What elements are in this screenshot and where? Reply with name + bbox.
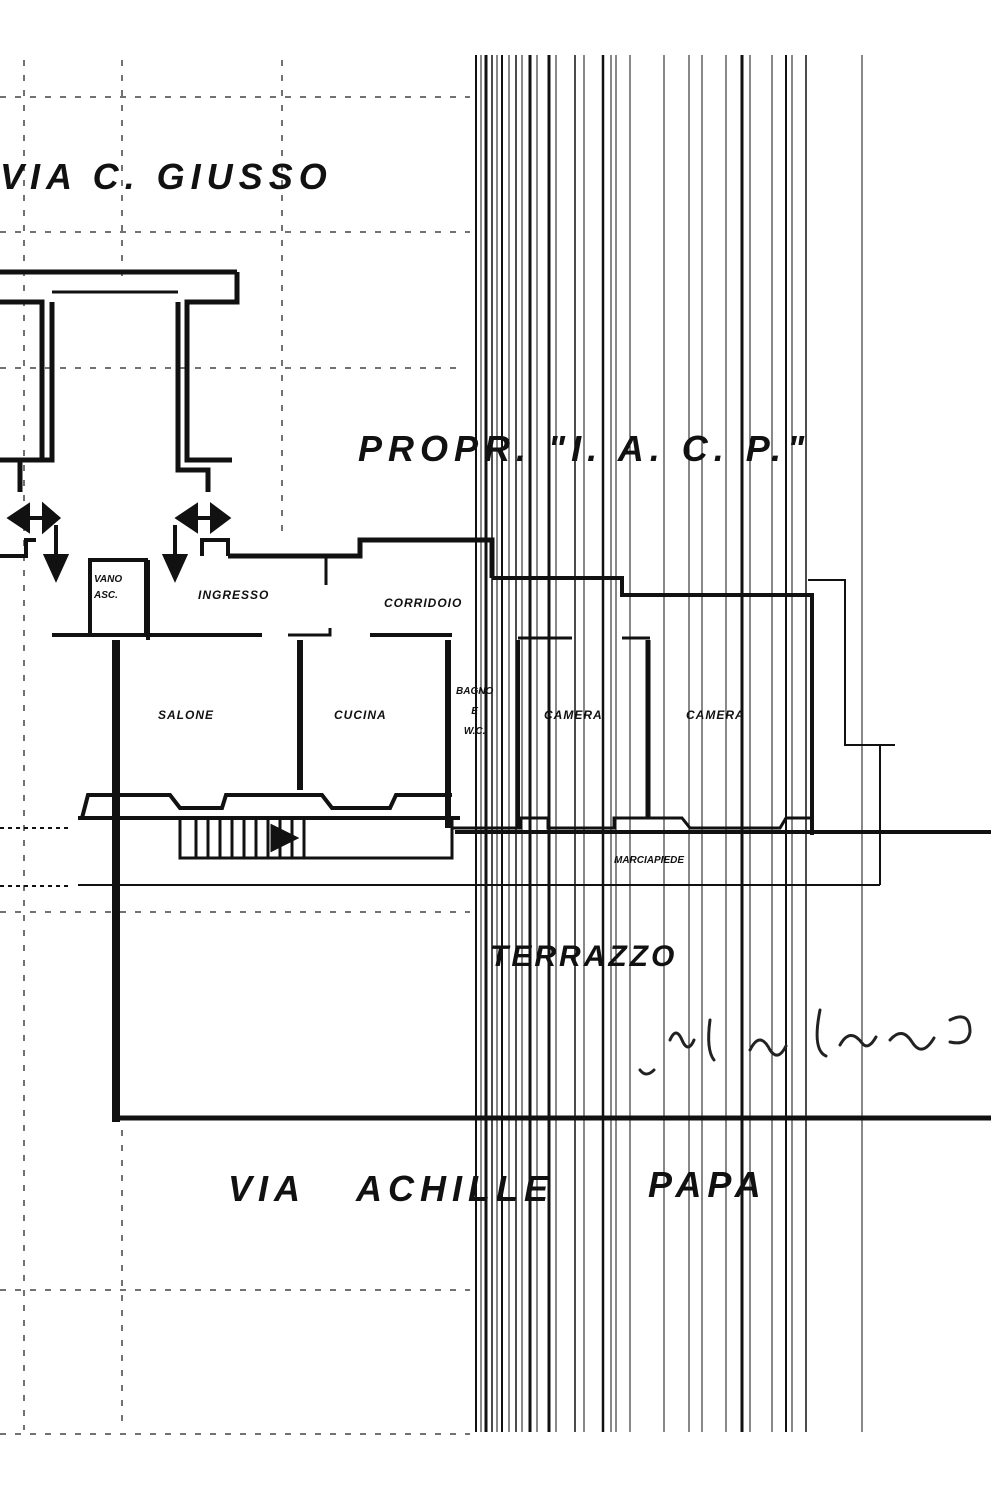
stairwell-block bbox=[0, 269, 240, 492]
room-label-salone: SALONE bbox=[158, 708, 215, 722]
scan-artifact-lines bbox=[475, 55, 863, 1432]
entry-steps bbox=[0, 538, 230, 558]
room-label-cucina: CUCINA bbox=[334, 708, 387, 722]
label-terrazzo: TERRAZZO bbox=[490, 940, 678, 973]
stair-arrows bbox=[6, 501, 232, 583]
signature-scribble bbox=[638, 1008, 972, 1076]
street-label-bottom-via: VIA bbox=[228, 1168, 307, 1209]
room-label-corridoio: CORRIDOIO bbox=[384, 596, 463, 610]
room-label-camera-1: CAMERA bbox=[544, 708, 603, 722]
owner-label: PROPR. "I. A. C. P." bbox=[358, 428, 811, 469]
label-marciapiede: MARCIAPIEDE bbox=[614, 855, 685, 866]
dashed-guides bbox=[0, 60, 470, 1435]
room-label-ingresso: INGRESSO bbox=[198, 588, 270, 602]
room-label-vano-asc: VANO ASC. bbox=[94, 574, 123, 601]
room-label-bagno: BAGNO E W.C. bbox=[456, 686, 494, 737]
apartment-walls bbox=[52, 537, 991, 1122]
street-ticks bbox=[0, 827, 70, 887]
street-label-bottom-papa: PAPA bbox=[648, 1164, 767, 1205]
street-label-top: VIA C. GIUSSO bbox=[0, 156, 333, 197]
balcony-stair-treads bbox=[194, 818, 306, 858]
room-label-camera-2: CAMERA bbox=[686, 708, 745, 722]
street-label-bottom-achille: ACHILLE bbox=[356, 1168, 554, 1209]
